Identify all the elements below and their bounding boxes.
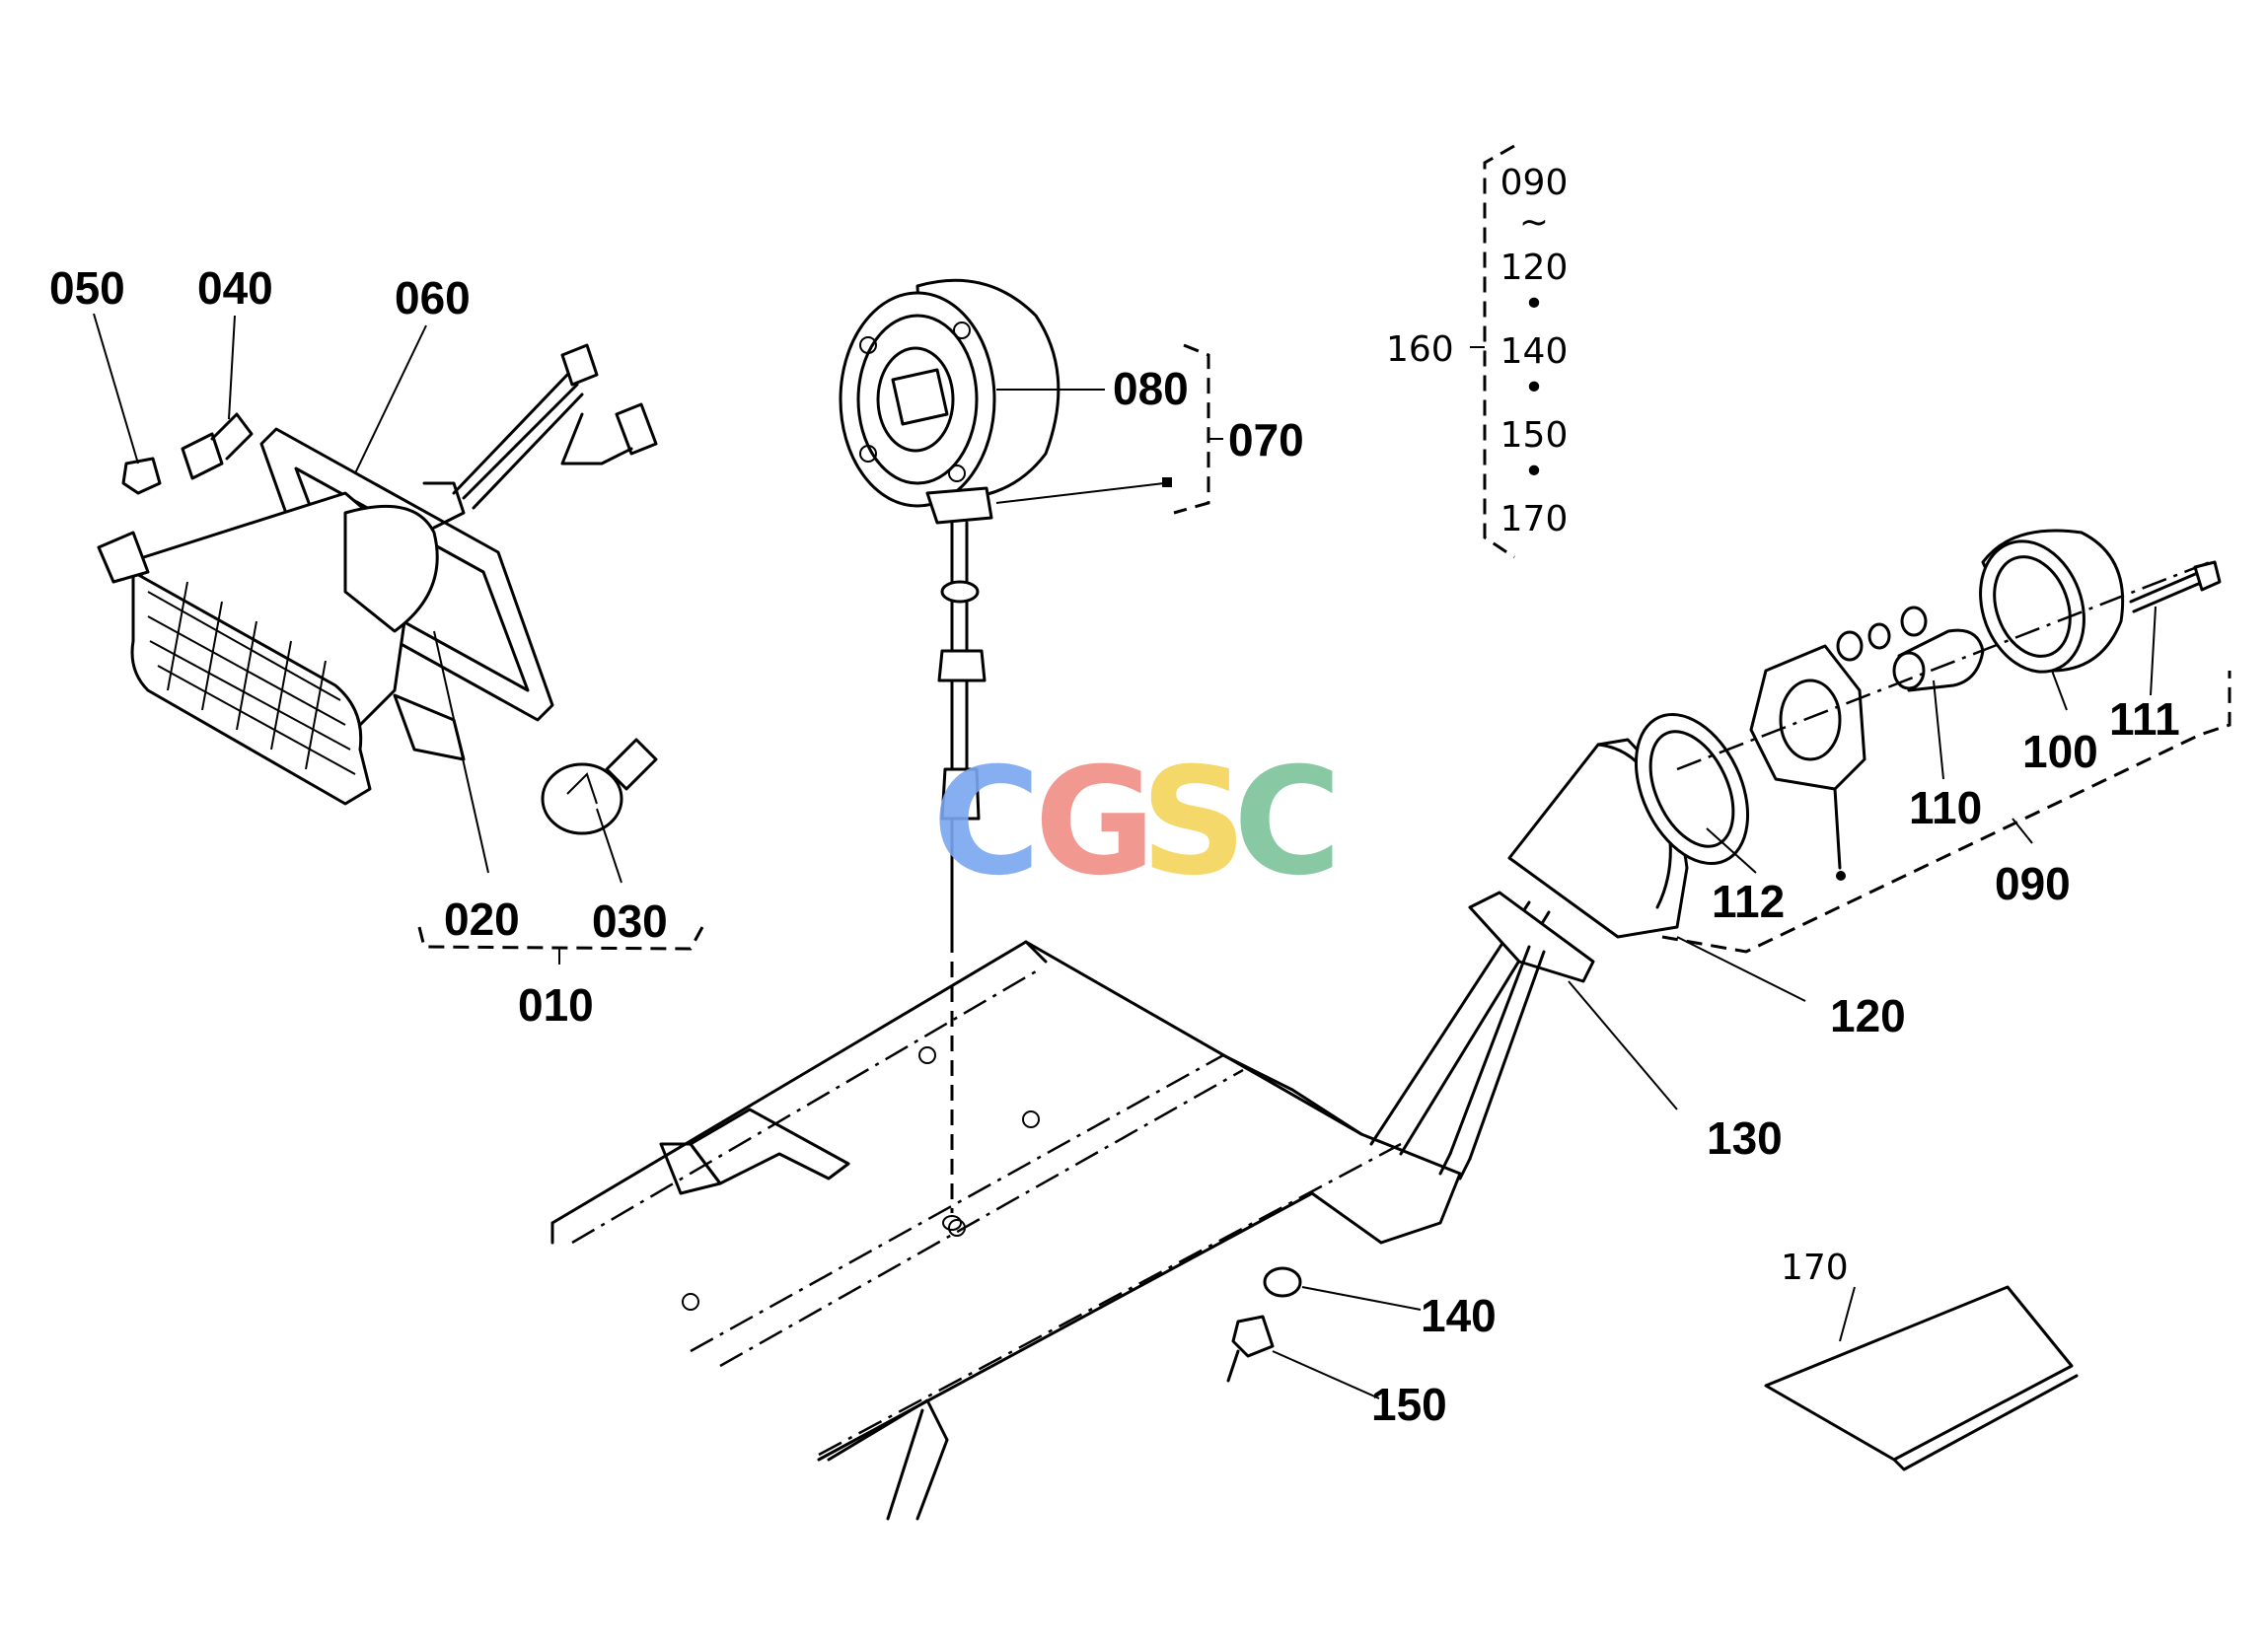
label-040: 040	[197, 262, 273, 314]
frame-hole	[682, 1293, 699, 1311]
watermark-letter: C	[1233, 737, 1342, 908]
kit-list: 090 ~ 120 • 140 • 150 • 170	[1500, 163, 1569, 539]
kit-bracket-160	[1470, 144, 1515, 559]
label-070: 070	[1228, 414, 1304, 465]
label-111: 111	[2109, 693, 2180, 745]
lamp-base-plate	[1468, 891, 1595, 983]
nut-050	[121, 457, 162, 495]
watermark-letter: G	[1034, 737, 1155, 908]
label-112: 112	[1712, 876, 1785, 927]
kit-item: 150	[1500, 415, 1569, 456]
frame-hole	[948, 1219, 966, 1237]
washer-140	[1263, 1266, 1302, 1298]
frame-hole	[918, 1046, 936, 1064]
sticker-170	[1764, 1285, 2079, 1471]
label-030: 030	[592, 895, 668, 947]
kit-item: 140	[1500, 331, 1569, 372]
watermark-logo: C G S C	[932, 737, 1342, 908]
kit-item: ~	[1519, 202, 1549, 243]
watermark-letter: C	[932, 737, 1041, 908]
label-140: 140	[1421, 1290, 1497, 1341]
label-130: 130	[1707, 1112, 1783, 1164]
work-light-assembly	[839, 278, 1223, 1231]
kit-item: •	[1523, 284, 1544, 324]
watermark-letter: S	[1140, 737, 1247, 908]
label-170: 170	[1781, 1248, 1849, 1288]
label-160: 160	[1386, 329, 1454, 370]
frame-hole	[1022, 1110, 1040, 1128]
label-050: 050	[49, 262, 125, 314]
nut-150	[1231, 1315, 1275, 1358]
kit-item: 170	[1500, 499, 1569, 539]
label-110: 110	[1909, 782, 1982, 833]
label-010: 010	[518, 979, 594, 1031]
kit-item: •	[1523, 452, 1544, 492]
headlight-assembly	[93, 313, 704, 965]
label-150: 150	[1371, 1379, 1447, 1430]
part-labels: 050 040 060 020 030 010 080 070 112 110 …	[49, 262, 2180, 1430]
label-080: 080	[1113, 363, 1189, 414]
kit-item: 120	[1500, 248, 1569, 288]
label-020: 020	[444, 894, 520, 945]
fender-frame	[550, 900, 1551, 1521]
bolt-040	[181, 432, 224, 480]
label-120: 120	[1830, 990, 1906, 1041]
rear-lamp-assembly	[1226, 529, 2231, 1399]
kit-item: •	[1523, 368, 1544, 408]
kit-item: 090	[1500, 163, 1569, 203]
label-060: 060	[395, 272, 471, 323]
label-090: 090	[1995, 858, 2071, 909]
label-100: 100	[2022, 726, 2098, 777]
bulb-030	[541, 738, 658, 835]
